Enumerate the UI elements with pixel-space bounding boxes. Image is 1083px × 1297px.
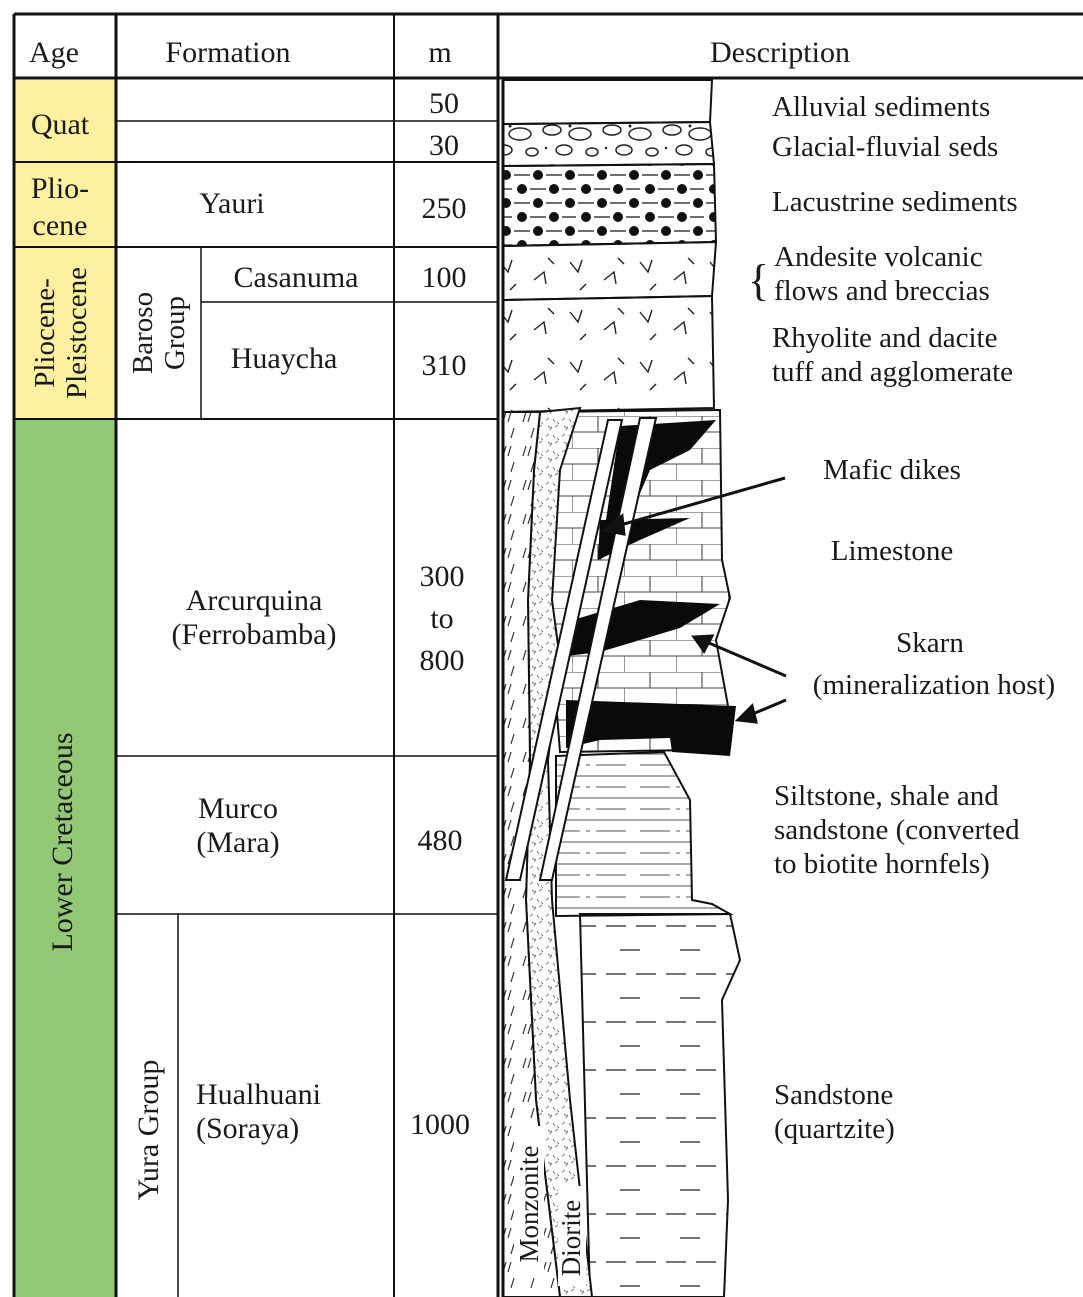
thickness-arcurquina-line1: 300 <box>420 560 465 593</box>
age-plio-pleist-line2: Pleistocene <box>61 267 93 399</box>
formation-huaycha: Huaycha <box>231 342 338 375</box>
thickness-yauri: 250 <box>422 192 467 225</box>
header-thickness: m <box>428 36 451 69</box>
desc-rhyolite-line2: tuff and agglomerate <box>772 356 1013 388</box>
sandstone-layer <box>580 914 740 1297</box>
desc-lacustrine: Lacustrine sediments <box>772 186 1018 218</box>
formation-arcurquina-line2: (Ferrobamba) <box>172 618 337 651</box>
desc-limestone: Limestone <box>831 535 953 567</box>
desc-mafic-dikes: Mafic dikes <box>823 454 961 486</box>
thickness-arcurquina-line3: 800 <box>420 644 465 677</box>
thickness-glacial: 30 <box>429 129 459 162</box>
desc-rhyolite-line1: Rhyolite and dacite <box>772 322 998 354</box>
desc-glacial: Glacial-fluvial seds <box>772 131 998 163</box>
formation-murco-line1: Murco <box>198 792 278 825</box>
formation-hualhuani-line2: (Soraya) <box>196 1112 299 1145</box>
formation-arcurquina-line1: Arcurquina <box>186 584 323 617</box>
desc-sandstone-line1: Sandstone <box>774 1079 893 1111</box>
thickness-alluvial: 50 <box>429 87 459 120</box>
desc-skarn-line2: (mineralization host) <box>813 669 1055 701</box>
thickness-casanuma: 100 <box>422 261 467 294</box>
lithology-column <box>503 80 740 1297</box>
siltstone-layer <box>556 752 730 916</box>
age-plio-pleist-line1: Pliocene- <box>29 278 61 388</box>
desc-siltstone-line3: to biotite hornfels) <box>774 848 990 880</box>
thickness-hualhuani: 1000 <box>410 1108 470 1141</box>
desc-sandstone-line2: (quartzite) <box>774 1113 895 1145</box>
group-baroso-line1: Baroso <box>127 292 159 374</box>
lacustrine-layer <box>503 164 716 246</box>
desc-skarn-line1: Skarn <box>896 627 964 659</box>
andesite-brace: { <box>748 256 769 305</box>
desc-andesite-line1: Andesite volcanic <box>774 241 983 273</box>
group-yura: Yura Group <box>132 1060 165 1201</box>
rhyolite-layer <box>503 296 714 412</box>
desc-siltstone-line2: sandstone (converted <box>774 814 1020 846</box>
group-baroso-line2: Group <box>159 296 191 370</box>
age-pliocene-line2: cene <box>33 209 88 242</box>
formation-yauri: Yauri <box>199 187 264 220</box>
age-quat: Quat <box>31 108 90 141</box>
thickness-arcurquina-line2: to <box>430 602 453 635</box>
formation-hualhuani-line1: Hualhuani <box>196 1078 321 1111</box>
desc-siltstone-line1: Siltstone, shale and <box>774 780 999 812</box>
header-description: Description <box>710 36 850 69</box>
formation-casanuma: Casanuma <box>234 261 359 294</box>
age-pliocene-line1: Plio- <box>31 172 89 205</box>
label-diorite: Diorite <box>556 1200 586 1276</box>
label-monzonite: Monzonite <box>514 1145 544 1262</box>
header-formation: Formation <box>166 36 291 69</box>
header-age: Age <box>29 36 79 69</box>
thickness-murco: 480 <box>418 824 463 857</box>
alluvial-layer <box>503 80 712 124</box>
desc-alluvial: Alluvial sediments <box>772 91 990 123</box>
desc-andesite-line2: flows and breccias <box>774 275 990 307</box>
andesite-layer <box>503 242 716 300</box>
age-lower-cretaceous: Lower Cretaceous <box>46 732 79 951</box>
formation-murco-line2: (Mara) <box>196 826 279 859</box>
glacial-fluvial-layer <box>503 122 714 166</box>
thickness-huaycha: 310 <box>422 349 467 382</box>
